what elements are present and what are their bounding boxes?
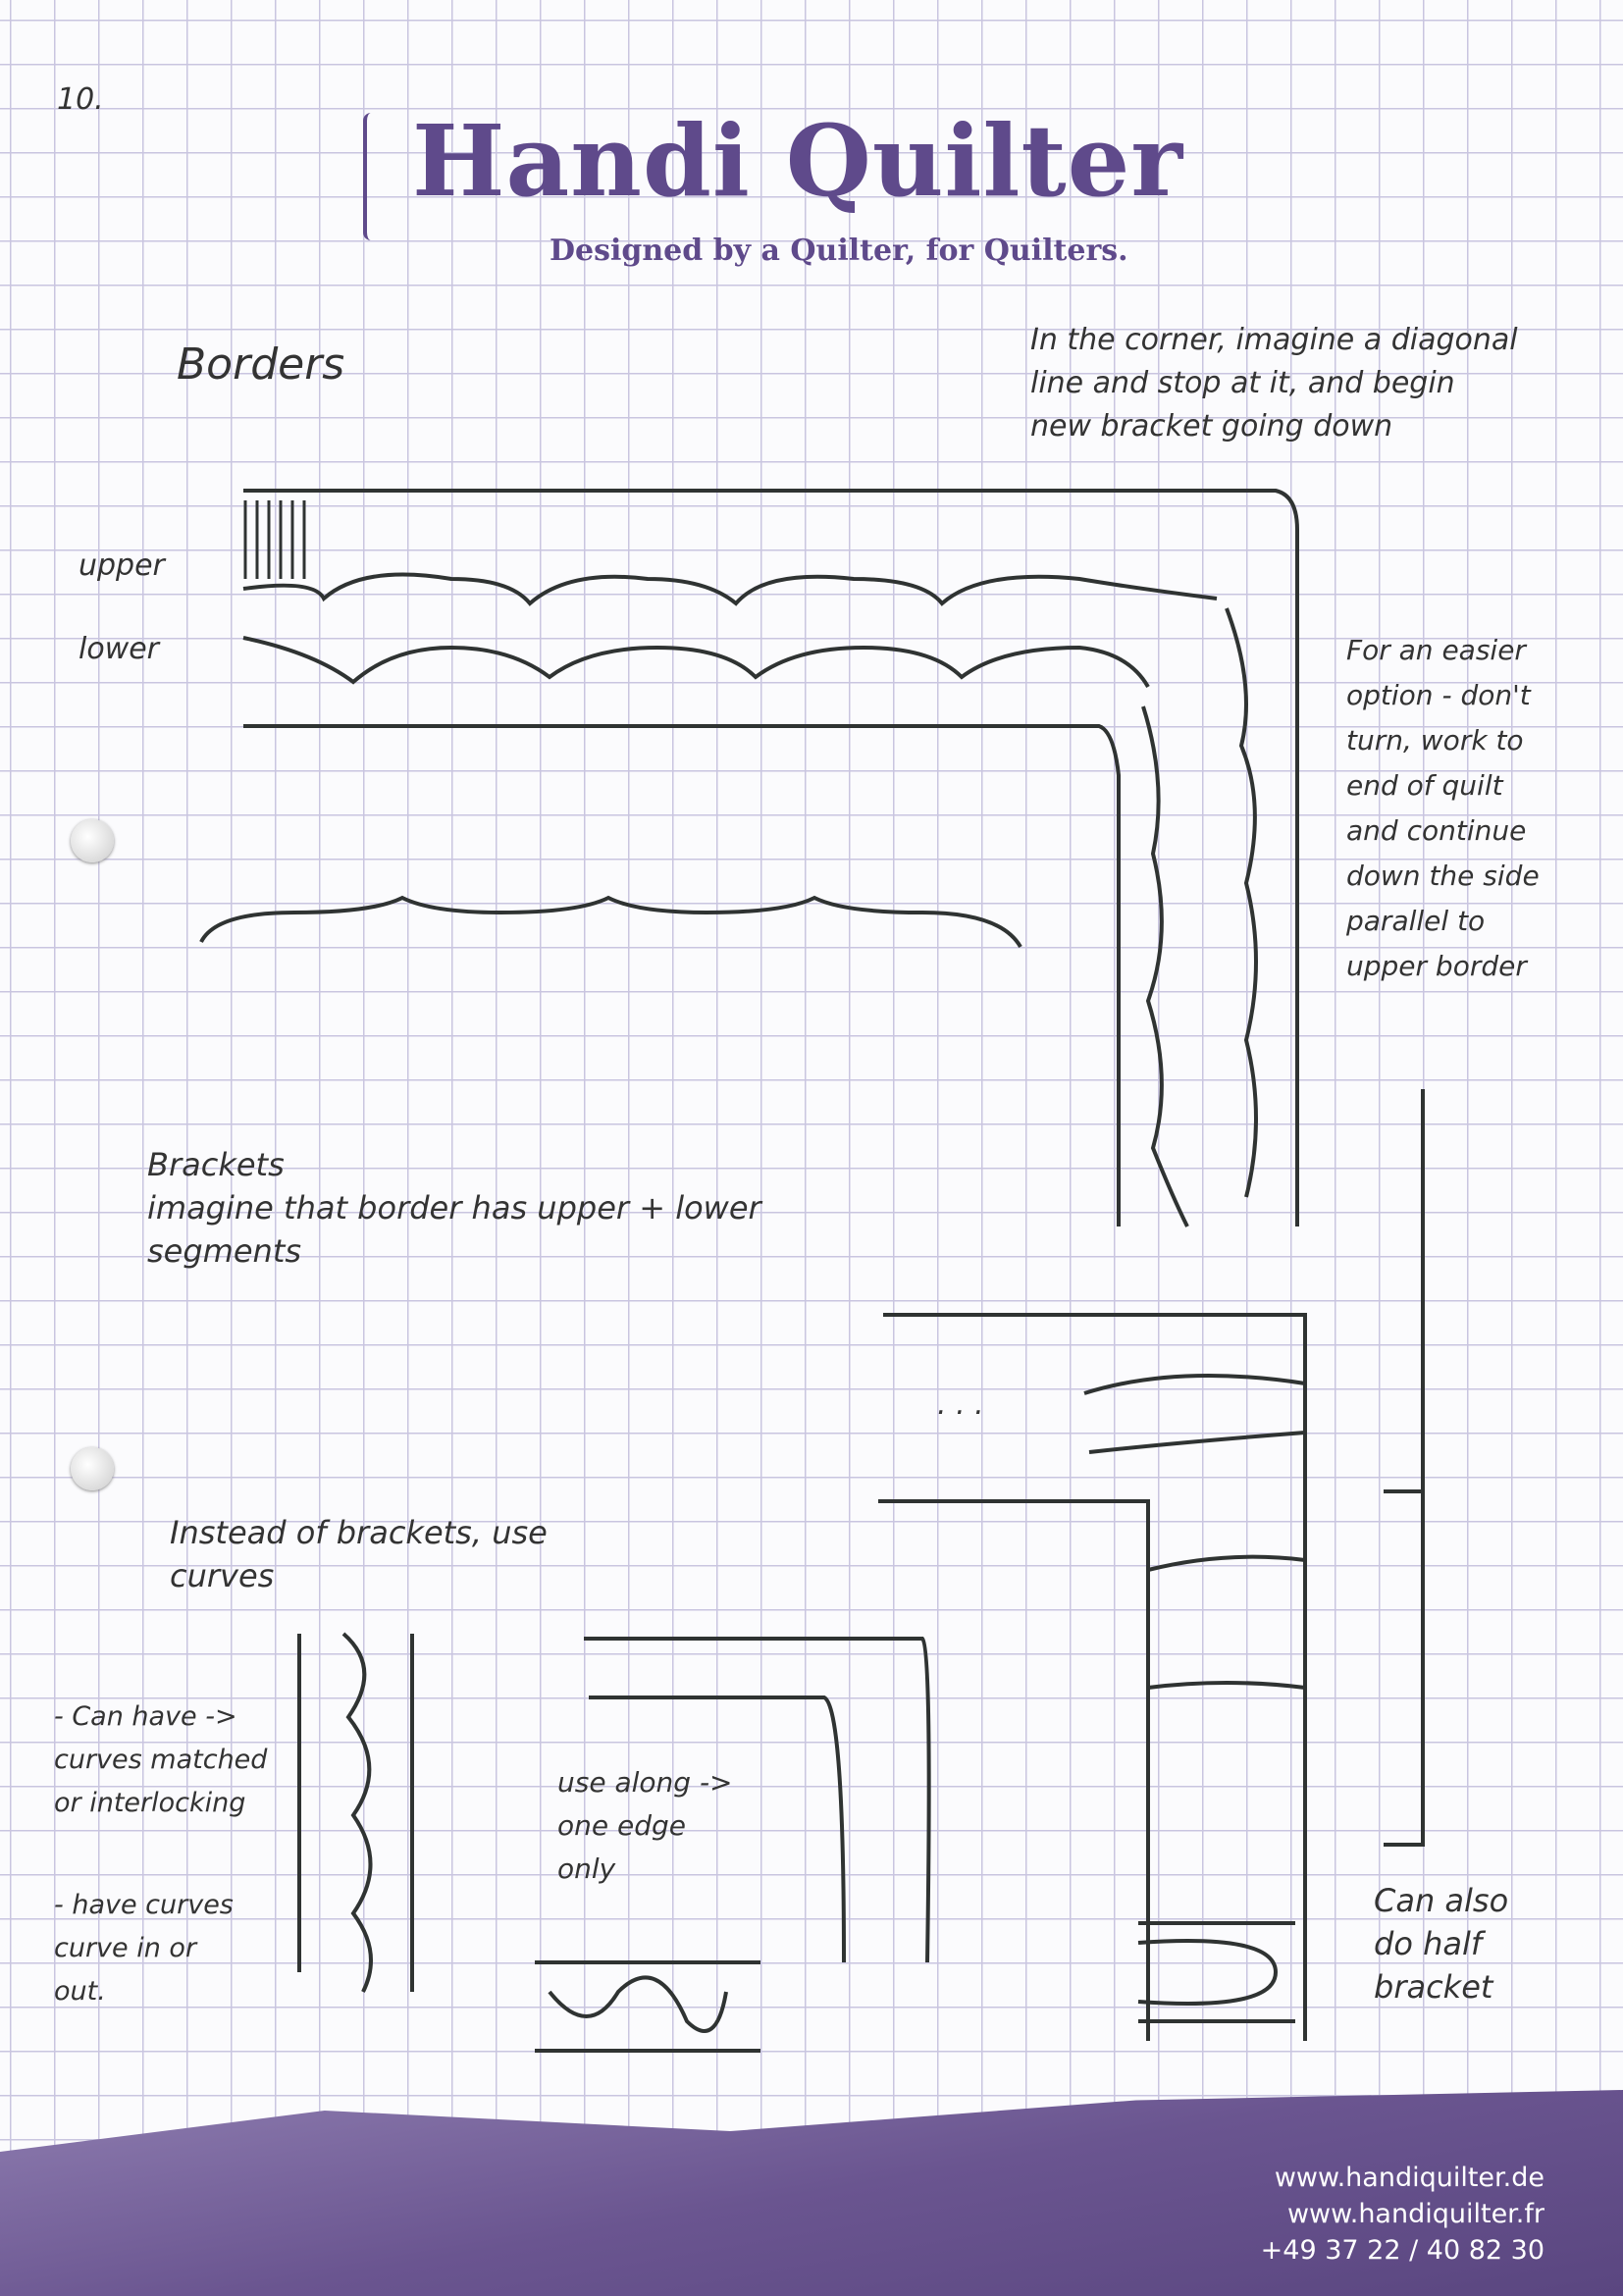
upper-label: upper (79, 548, 165, 583)
logo-needle-icon (363, 113, 381, 240)
brand-logo: Handi Quilter (412, 103, 1183, 219)
ellipsis: . . . (937, 1387, 984, 1422)
have-curves-note: - have curves curve in or out. (54, 1890, 234, 2007)
punch-hole (71, 819, 114, 862)
website-fr-link[interactable]: www.handiquilter.fr (1286, 2199, 1544, 2229)
lower-label: lower (79, 632, 160, 666)
corner-note: In the corner, imagine a diagonal line a… (1030, 323, 1518, 444)
easier-option-note: For an easier option - don't turn, work … (1346, 634, 1540, 982)
instead-note: Instead of brackets, use curves (170, 1514, 548, 1594)
brackets-note: Brackets imagine that border has upper +… (147, 1146, 761, 1270)
contact-block: www.handiquilter.de www.handiquilter.fr … (1261, 2160, 1544, 2269)
half-bracket-note: Can also do half bracket (1374, 1882, 1509, 2006)
curves-sketch (297, 1632, 414, 1993)
borders-title: Borders (177, 339, 345, 390)
phone-number: +49 37 22 / 40 82 30 (1260, 2235, 1544, 2266)
border-sketch-corner (242, 489, 1299, 1227)
can-have-note: - Can have -> curves matched or interloc… (54, 1701, 268, 1818)
brand-tagline: Designed by a Quilter, for Quilters. (550, 234, 1128, 268)
page-number: 10. (57, 82, 104, 117)
punch-hole (71, 1447, 114, 1490)
website-de-link[interactable]: www.handiquilter.de (1274, 2163, 1544, 2193)
one-edge-sketch (535, 1637, 931, 2053)
use-along-note: use along -> one edge only (557, 1766, 733, 1885)
bracket-line-sketch (199, 895, 1022, 949)
stacked-brackets-sketch (878, 1089, 1425, 2041)
